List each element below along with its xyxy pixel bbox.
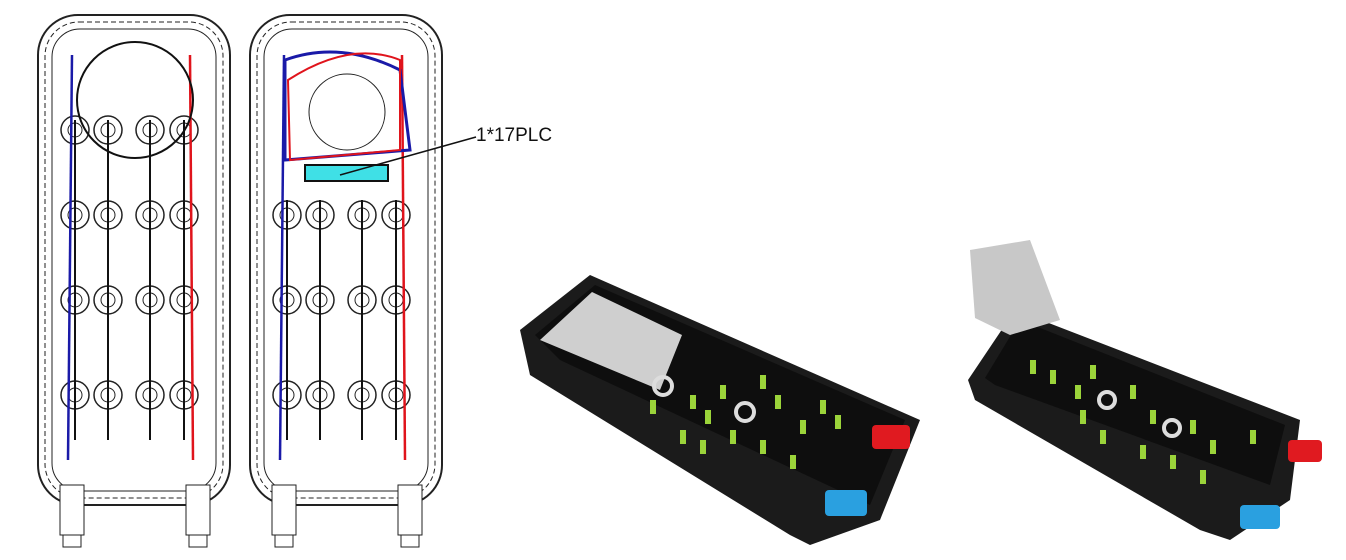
green-adapter — [835, 415, 841, 429]
green-adapter — [705, 410, 711, 424]
splice-tray-open — [970, 240, 1060, 335]
green-adapter — [760, 440, 766, 454]
green-adapter — [1170, 455, 1176, 469]
enclosure-photo-tray-open — [968, 240, 1322, 540]
green-adapter — [800, 420, 806, 434]
green-adapter — [1075, 385, 1081, 399]
green-adapter — [790, 455, 796, 469]
green-adapter — [1100, 430, 1106, 444]
green-adapter — [1190, 420, 1196, 434]
green-adapter — [680, 430, 686, 444]
green-adapter — [1210, 440, 1216, 454]
green-adapter — [690, 395, 696, 409]
green-adapter — [1250, 430, 1256, 444]
red-port — [1288, 440, 1322, 462]
enclosure-drawing-without-splitter — [37, 14, 231, 548]
green-adapter — [820, 400, 826, 414]
green-adapter — [1200, 470, 1206, 484]
splitter-label: 1*17PLC — [476, 125, 553, 146]
enclosure-photo-tray-closed — [520, 275, 920, 545]
green-adapter — [760, 375, 766, 389]
green-adapter — [1150, 410, 1156, 424]
green-adapter — [1140, 445, 1146, 459]
green-adapter — [1080, 410, 1086, 424]
green-adapter — [720, 385, 726, 399]
green-adapter — [730, 430, 736, 444]
blue-port — [825, 490, 867, 516]
green-adapter — [1090, 365, 1096, 379]
green-adapter — [1030, 360, 1036, 374]
blue-port — [1240, 505, 1280, 529]
splitter-leader-line — [339, 136, 477, 176]
green-adapter — [1130, 385, 1136, 399]
splice-tray — [540, 292, 682, 390]
enclosure-drawing-with-splitter — [249, 14, 443, 548]
green-adapter — [650, 400, 656, 414]
green-adapter — [1050, 370, 1056, 384]
green-adapter — [775, 395, 781, 409]
green-adapter — [700, 440, 706, 454]
red-port — [872, 425, 910, 449]
